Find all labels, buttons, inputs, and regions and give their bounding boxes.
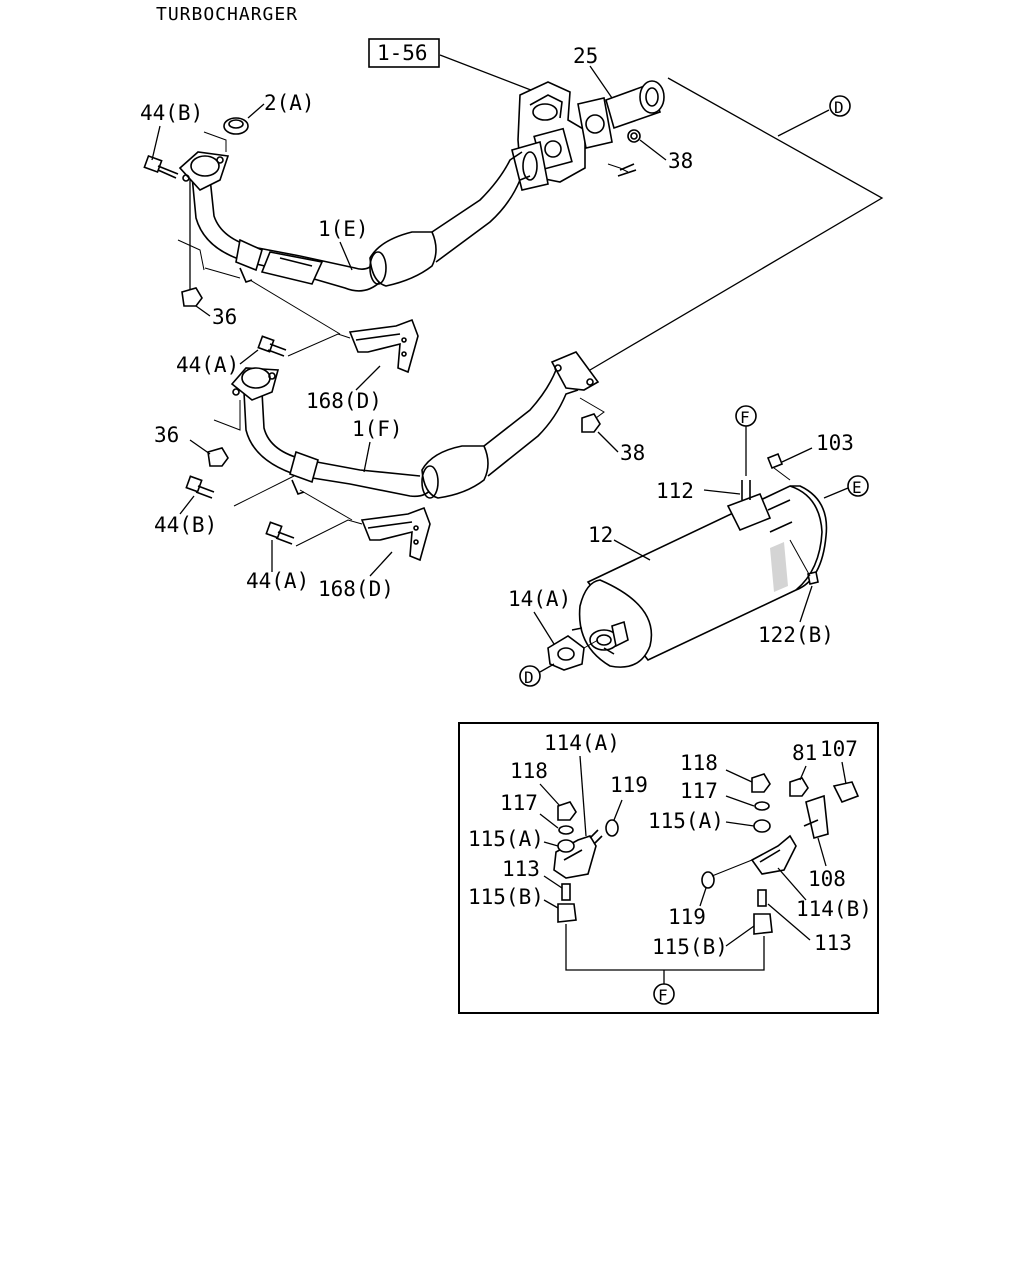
label-117-right: 117 bbox=[680, 779, 718, 803]
label-44a-lower: 44(A) bbox=[246, 569, 309, 593]
nut-38-lower: 38 bbox=[579, 397, 645, 465]
callout-d-upper: D bbox=[589, 77, 884, 371]
label-108: 108 bbox=[808, 867, 846, 891]
svg-text:E: E bbox=[852, 478, 862, 497]
nut-36-lower: 36 bbox=[154, 423, 229, 467]
gasket-2a: 2(A) bbox=[203, 91, 315, 152]
gasket-14a: 14(A) bbox=[508, 587, 599, 671]
stud-112: 112 bbox=[656, 479, 751, 503]
turbocharger-assembly bbox=[511, 80, 665, 191]
label-44b-upper: 44(B) bbox=[140, 101, 203, 125]
bolt-44a-lower: 44(A) bbox=[246, 521, 309, 593]
label-36-upper: 36 bbox=[212, 305, 237, 329]
callout-d-lower: D bbox=[519, 663, 555, 687]
label-1e: 1(E) bbox=[318, 217, 369, 241]
callout-f-lower: F bbox=[658, 986, 668, 1005]
label-81: 81 bbox=[792, 741, 817, 765]
label-2a: 2(A) bbox=[264, 91, 315, 115]
pin-122b: 122(B) bbox=[758, 539, 834, 647]
label-38-lower: 38 bbox=[620, 441, 645, 465]
label-115b-right: 115(B) bbox=[652, 935, 728, 959]
svg-text:D: D bbox=[524, 668, 534, 687]
label-12: 12 bbox=[588, 523, 613, 547]
label-114a: 114(A) bbox=[544, 731, 620, 755]
label-115a-left: 115(A) bbox=[468, 827, 544, 851]
front-pipe-1f bbox=[213, 351, 600, 499]
label-115b-left: 115(B) bbox=[468, 885, 544, 909]
label-118-right: 118 bbox=[680, 751, 718, 775]
bracket-168d-lower: 168(D) bbox=[295, 489, 431, 601]
label-119-right: 119 bbox=[668, 905, 706, 929]
label-118-left: 118 bbox=[510, 759, 548, 783]
nut-36-upper: 36 bbox=[181, 287, 237, 329]
label-115a-right: 115(A) bbox=[648, 809, 724, 833]
diagram-title: TURBOCHARGER bbox=[156, 4, 298, 25]
reference-box-label: 1-56 bbox=[377, 41, 428, 65]
label-36-lower: 36 bbox=[154, 423, 179, 447]
callout-f-upper: F bbox=[735, 405, 757, 476]
label-1f: 1(F) bbox=[352, 417, 403, 441]
label-25: 25 bbox=[573, 44, 598, 68]
hanger-detail-inset: F 114(A) 118 119 117 115(A) 113 115(B) 1… bbox=[458, 722, 879, 1014]
svg-text:F: F bbox=[740, 408, 750, 427]
reference-box: 1-56 bbox=[368, 38, 537, 93]
label-107: 107 bbox=[820, 737, 858, 761]
label-112: 112 bbox=[656, 479, 694, 503]
label-38-upper: 38 bbox=[668, 149, 693, 173]
svg-text:D: D bbox=[834, 98, 844, 117]
label-44b-lower: 44(B) bbox=[154, 513, 217, 537]
label-117-left: 117 bbox=[500, 791, 538, 815]
front-pipe-1e bbox=[177, 151, 531, 292]
label-168d-upper: 168(D) bbox=[306, 389, 382, 413]
label-168d-lower: 168(D) bbox=[318, 577, 394, 601]
bolt-44b-upper: 44(B) bbox=[140, 101, 203, 179]
label-103: 103 bbox=[816, 431, 854, 455]
label-119-left: 119 bbox=[610, 773, 648, 797]
label-113-left: 113 bbox=[502, 857, 540, 881]
label-14a: 14(A) bbox=[508, 587, 571, 611]
clip-103: 103 bbox=[766, 431, 854, 481]
label-114b: 114(B) bbox=[796, 897, 872, 921]
label-113-right: 113 bbox=[814, 931, 852, 955]
callout-e: E bbox=[823, 475, 869, 499]
label-122b: 122(B) bbox=[758, 623, 834, 647]
bracket-168d-upper: 168(D) bbox=[249, 279, 419, 413]
bolt-44b-lower: 44(B) bbox=[154, 475, 295, 537]
label-44a-upper: 44(A) bbox=[176, 353, 239, 377]
muffler-12 bbox=[571, 485, 828, 668]
bolt-44a-upper: 44(A) bbox=[176, 335, 287, 377]
